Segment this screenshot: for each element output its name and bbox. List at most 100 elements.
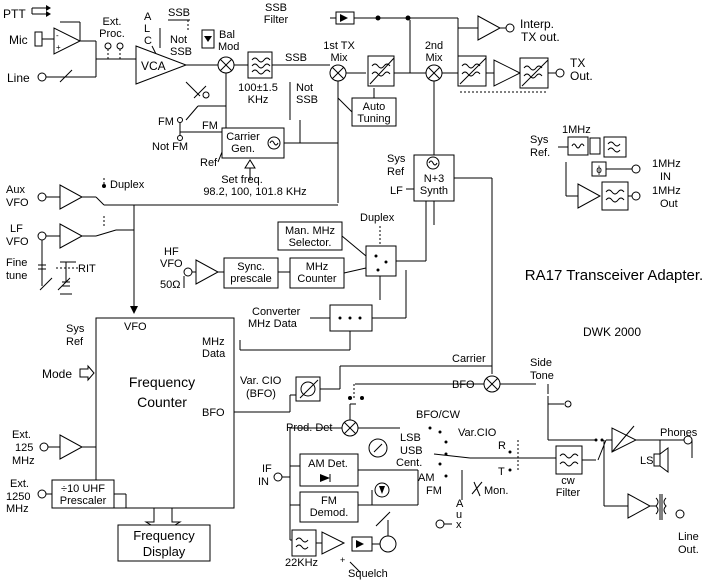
svg-text:Data: Data — [202, 348, 226, 360]
svg-text:1250: 1250 — [6, 491, 30, 503]
svg-text:-: - — [56, 31, 59, 40]
svg-text:Display: Display — [143, 544, 186, 559]
var-cio-bfo: Var. CIO (BFO) Carrier BFO Side Tone — [240, 178, 572, 440]
svg-text:Ref: Ref — [200, 157, 218, 169]
ext-proc-jack-icon — [104, 42, 112, 50]
svg-text:Counter: Counter — [137, 394, 187, 410]
svg-text:u: u — [456, 509, 462, 521]
svg-text:Var.CIO: Var.CIO — [458, 427, 497, 439]
svg-text:BFO: BFO — [452, 379, 475, 391]
line-jack-icon — [37, 72, 47, 82]
svg-text:VFO: VFO — [160, 258, 183, 270]
svg-text:Line: Line — [678, 531, 699, 543]
svg-text:Mix: Mix — [330, 52, 348, 64]
line-input: Line — [7, 41, 136, 85]
auto-tuning: Auto Tuning — [351, 88, 397, 127]
hf-vfo: HF VFO 50Ω Sync. prescale MHz Counter — [160, 246, 345, 291]
svg-text:Sync.: Sync. — [237, 261, 265, 273]
svg-text:Demod.: Demod. — [310, 507, 349, 519]
ext125-jack-icon — [39, 442, 49, 452]
svg-text:L: L — [144, 23, 150, 35]
line-out-jack-icon — [675, 509, 685, 519]
mic-preamp-icon — [53, 27, 82, 55]
svg-text:Synth: Synth — [420, 185, 448, 197]
synth-block: Sys Ref LF N+3 Synth — [387, 153, 492, 225]
audio-output: Phones LS Line Out. — [603, 425, 699, 556]
mode-arrow-icon — [79, 364, 95, 382]
xtal-osc-icon — [567, 136, 589, 156]
auto-tuning-box — [351, 97, 397, 127]
mhz-in-jack-icon — [631, 164, 641, 174]
svg-text:Ext.: Ext. — [10, 478, 29, 490]
svg-text:Squelch: Squelch — [348, 568, 388, 580]
ssb-filter-icon — [247, 51, 273, 79]
interp-amp-icon — [477, 15, 502, 41]
svg-text:50Ω: 50Ω — [160, 279, 180, 291]
ptt-input: PTT — [3, 5, 51, 21]
frequency-counter-box — [95, 317, 235, 509]
second-mix: 2nd Mix — [425, 40, 458, 155]
svg-text:FM: FM — [158, 116, 174, 128]
mhz-counter-box — [289, 257, 345, 289]
svg-text:1st TX: 1st TX — [323, 40, 355, 52]
svg-text:Frequency: Frequency — [129, 374, 195, 390]
svg-text:SSB: SSB — [168, 7, 190, 19]
svg-text:Not: Not — [170, 34, 187, 46]
svg-text:÷10 UHF: ÷10 UHF — [61, 483, 105, 495]
converter-switch: Converter MHz Data — [240, 270, 407, 351]
svg-text:Sys: Sys — [530, 134, 549, 146]
svg-text:SSB: SSB — [296, 94, 318, 106]
svg-text:Sys: Sys — [66, 323, 85, 335]
svg-text:Mode: Mode — [42, 367, 72, 381]
svg-text:Bal: Bal — [219, 29, 235, 41]
svg-text:SSB: SSB — [285, 52, 307, 64]
svg-text:Auto: Auto — [363, 101, 386, 113]
svg-text:Not: Not — [296, 82, 313, 94]
ext-proc: Ext. Proc. — [99, 16, 125, 59]
svg-text:KHz: KHz — [248, 94, 269, 106]
svg-text:prescale: prescale — [230, 273, 272, 285]
mode-selector: BFO/CW LSB USB Cent. Var.CIO AM FM R T M… — [396, 409, 540, 497]
svg-text:98.2, 100, 101.8 KHz: 98.2, 100, 101.8 KHz — [203, 186, 306, 198]
vca-icon — [135, 45, 188, 85]
svg-text:1MHz: 1MHz — [652, 185, 681, 197]
svg-text:Mix: Mix — [425, 52, 443, 64]
svg-text:TX: TX — [570, 56, 585, 70]
sync-prescale-box — [223, 257, 279, 289]
svg-text:LF: LF — [390, 185, 403, 197]
man-mhz-selector: Man. MHz Selector. — [277, 221, 343, 251]
svg-text:Not FM: Not FM — [152, 141, 188, 153]
svg-text:C: C — [144, 35, 152, 47]
svg-text:Ext.: Ext. — [12, 429, 31, 441]
svg-text:Cent.: Cent. — [396, 457, 422, 469]
svg-text:Set freq.: Set freq. — [221, 174, 263, 186]
ptt-label: PTT — [3, 7, 26, 21]
svg-text:RIT: RIT — [78, 263, 96, 275]
interp-out-jack-icon — [505, 23, 515, 33]
squelch-transistor-icon — [379, 535, 397, 553]
tx-out-jack-icon — [555, 68, 565, 78]
tx-tuned-filter-1 — [367, 55, 426, 87]
svg-text:Tuning: Tuning — [357, 113, 390, 125]
svg-text:LF: LF — [10, 223, 23, 235]
svg-text:Aux: Aux — [6, 184, 25, 196]
if-in-jack-icon — [273, 472, 283, 482]
svg-text:VFO: VFO — [124, 321, 147, 333]
svg-text:Out: Out — [660, 198, 678, 210]
svg-text:LS: LS — [640, 455, 653, 467]
svg-text:FM: FM — [426, 485, 442, 497]
svg-text:Proc.: Proc. — [99, 28, 125, 40]
ssb-filter: SSB Filter 100±1.5 KHz — [238, 2, 290, 106]
hf-vfo-jack-icon — [183, 267, 193, 277]
svg-text:Gen.: Gen. — [231, 143, 255, 155]
svg-text:Ref: Ref — [387, 166, 405, 178]
svg-text:x: x — [456, 519, 462, 531]
svg-text:A: A — [144, 11, 152, 23]
aux-input: A u x — [435, 470, 464, 531]
svg-text:Tone: Tone — [530, 370, 554, 382]
ssb-mode-switch: SSB Not SSB — [168, 7, 192, 58]
title-block: RA17 Transceiver Adapter. DWK 2000 — [525, 267, 703, 339]
bal-mod: Bal Mod — [201, 29, 248, 128]
svg-text:Duplex: Duplex — [110, 179, 145, 191]
